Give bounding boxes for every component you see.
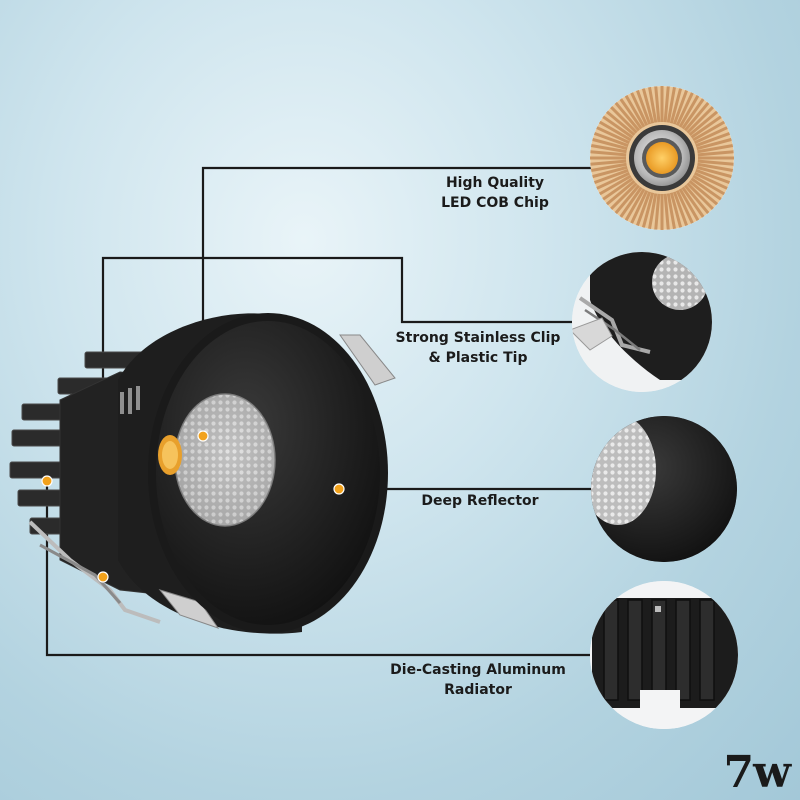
cob-fin bbox=[641, 192, 655, 228]
cob-fin bbox=[619, 186, 643, 218]
cob-fin bbox=[690, 115, 722, 139]
cob-fin bbox=[641, 88, 655, 124]
cob-fin bbox=[675, 189, 694, 224]
cob-chip-closeup-icon bbox=[590, 86, 734, 230]
cob-fin bbox=[675, 92, 694, 127]
cob-fin bbox=[590, 162, 627, 172]
heatsink-closeup-icon bbox=[590, 581, 738, 729]
cob-fin bbox=[654, 86, 661, 123]
callout-clip: Strong Stainless Clip & Plastic Tip bbox=[388, 328, 568, 368]
cob-fin bbox=[695, 168, 731, 185]
cob-fin bbox=[695, 131, 731, 148]
cob-fin bbox=[693, 126, 728, 145]
cob-fin bbox=[590, 144, 627, 154]
cob-fin bbox=[663, 86, 670, 123]
cob-fin bbox=[688, 110, 719, 137]
wattage-badge: 7w bbox=[723, 747, 791, 798]
marker-dot-radiator bbox=[41, 475, 53, 487]
cob-fin bbox=[692, 120, 726, 142]
cob-fin bbox=[630, 189, 649, 224]
callout-radiator: Die-Casting Aluminum Radiator bbox=[388, 660, 568, 700]
cob-fin bbox=[688, 179, 719, 206]
callout-led-chip-line1: High Quality bbox=[445, 175, 545, 191]
callout-radiator-line1: Die-Casting Aluminum bbox=[390, 662, 566, 678]
cob-fin bbox=[593, 131, 629, 148]
marker-dot-led-chip bbox=[197, 430, 209, 442]
cob-fin bbox=[596, 171, 631, 190]
callout-clip-line1: Strong Stainless Clip bbox=[395, 330, 561, 346]
fixture-print-mark bbox=[120, 386, 140, 414]
callout-radiator-line2: Radiator bbox=[444, 682, 512, 698]
cob-fin bbox=[672, 191, 689, 227]
downlight-fixture-icon bbox=[9, 313, 396, 634]
cob-fin bbox=[592, 165, 628, 179]
cob-fin bbox=[681, 186, 705, 218]
cob-fin bbox=[683, 101, 710, 132]
cob-fin bbox=[593, 168, 629, 185]
cob-fin bbox=[602, 177, 634, 201]
cob-fin bbox=[654, 193, 661, 230]
cob-fin bbox=[614, 184, 641, 215]
cob-fin bbox=[696, 165, 732, 179]
callout-reflector-line1: Deep Reflector bbox=[421, 493, 539, 509]
cob-fin bbox=[619, 98, 643, 130]
cob-fin bbox=[598, 120, 632, 142]
cob-fin bbox=[669, 192, 683, 228]
callout-clip-line2: & Plastic Tip bbox=[428, 350, 528, 366]
callout-reflector: Deep Reflector bbox=[390, 491, 570, 511]
cob-fin bbox=[605, 110, 636, 137]
cob-fin bbox=[666, 193, 676, 230]
cob-fin bbox=[678, 94, 700, 128]
cob-fin bbox=[630, 92, 649, 127]
cob-fin bbox=[678, 188, 700, 222]
cob-fin bbox=[697, 159, 734, 166]
callout-led-chip-line2: LED COB Chip bbox=[441, 195, 549, 211]
cob-fin bbox=[697, 162, 734, 172]
cob-fin bbox=[690, 177, 722, 201]
cob-fin bbox=[590, 150, 627, 157]
cob-fin bbox=[648, 193, 658, 230]
cob-fin bbox=[666, 86, 676, 123]
cob-fin bbox=[635, 89, 652, 125]
cob-fin bbox=[697, 144, 734, 154]
cob-fin bbox=[610, 182, 638, 210]
cob-fin bbox=[610, 106, 638, 134]
cob-fin bbox=[697, 150, 734, 157]
cob-fin bbox=[602, 115, 634, 139]
cob-fin bbox=[693, 171, 728, 190]
cob-fin bbox=[672, 89, 689, 125]
cob-fin bbox=[596, 126, 631, 145]
reflector-closeup-icon bbox=[591, 416, 737, 562]
cob-fin bbox=[648, 86, 658, 123]
cob-fin bbox=[614, 101, 641, 132]
cob-fin bbox=[598, 174, 632, 196]
marker-dots bbox=[41, 430, 345, 583]
cob-fin bbox=[681, 98, 705, 130]
cob-fin bbox=[635, 191, 652, 227]
cob-fin bbox=[624, 188, 646, 222]
marker-dot-clip bbox=[97, 571, 109, 583]
spring-clip-closeup-icon bbox=[572, 252, 712, 392]
cob-fin bbox=[590, 159, 627, 166]
cob-fin bbox=[692, 174, 726, 196]
cob-fin bbox=[683, 184, 710, 215]
cob-fin bbox=[663, 193, 670, 230]
cob-fin bbox=[686, 106, 714, 134]
cob-fin bbox=[696, 137, 732, 151]
marker-dot-reflector bbox=[333, 483, 345, 495]
cob-fin bbox=[592, 137, 628, 151]
cob-fin bbox=[605, 179, 636, 206]
cob-fin bbox=[669, 88, 683, 124]
callout-led-chip: High Quality LED COB Chip bbox=[405, 173, 585, 213]
cob-fin bbox=[624, 94, 646, 128]
cob-fin bbox=[686, 182, 714, 210]
